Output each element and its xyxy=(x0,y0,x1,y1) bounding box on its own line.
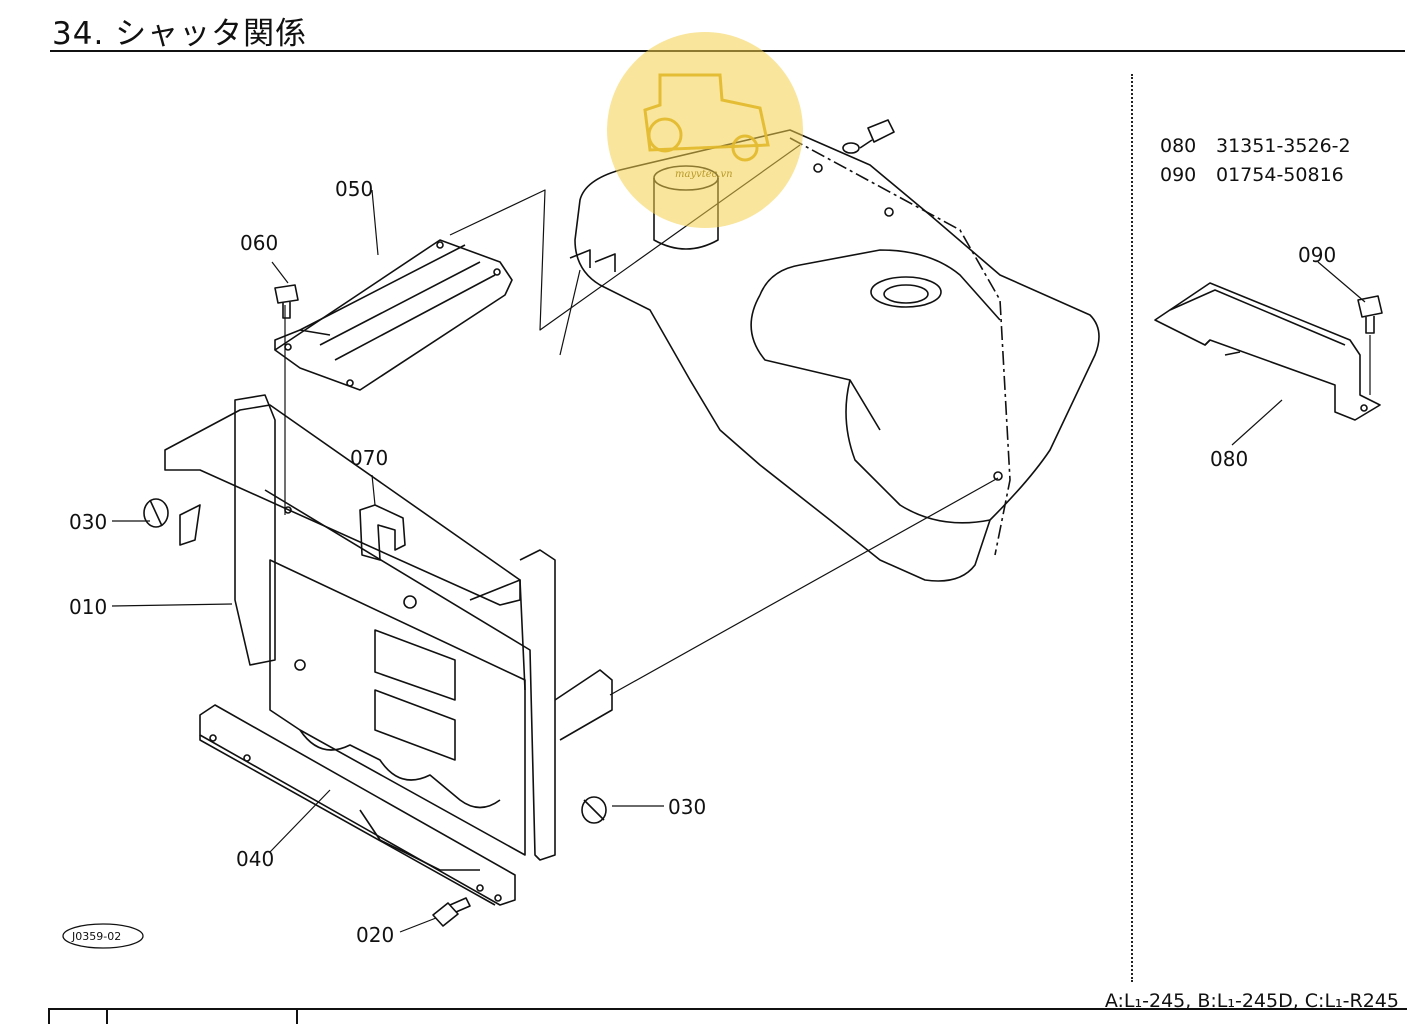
watermark: mayvtec.vn xyxy=(607,32,803,228)
callout-040: 040 xyxy=(236,847,274,871)
callout-010: 010 xyxy=(69,595,107,619)
callout-060: 060 xyxy=(240,231,278,255)
callout-070: 070 xyxy=(350,446,388,470)
part-030-rubber-lower xyxy=(581,796,607,824)
callout-030-upper: 030 xyxy=(69,510,107,534)
part-code: 080 xyxy=(1160,135,1197,157)
parts-list: 080 31351-3526-2 090 01754-50816 xyxy=(1160,132,1351,190)
part-number: 01754-50816 xyxy=(1216,164,1344,186)
footer-table-divider xyxy=(296,1010,298,1024)
callout-090: 090 xyxy=(1298,243,1336,267)
callout-050: 050 xyxy=(335,177,373,201)
part-040-rail xyxy=(199,704,516,906)
fuel-tank xyxy=(569,119,1100,582)
callout-080: 080 xyxy=(1210,447,1248,471)
part-code: 090 xyxy=(1160,164,1197,186)
parts-list-row: 090 01754-50816 xyxy=(1160,161,1351,190)
part-060-bolt xyxy=(274,284,299,319)
part-number: 31351-3526-2 xyxy=(1216,135,1351,157)
parts-list-row: 080 31351-3526-2 xyxy=(1160,132,1351,161)
callout-030-lower: 030 xyxy=(668,795,706,819)
callout-020: 020 xyxy=(356,923,394,947)
part-020-bolt xyxy=(432,897,471,927)
footer-table-header xyxy=(48,1008,1407,1024)
part-080-cover xyxy=(1154,282,1381,421)
diagram-ref-code: J0359-02 xyxy=(71,930,121,943)
model-applicability-note: A:L₁-245, B:L₁-245D, C:L₁-R245 xyxy=(1104,990,1399,1012)
part-050-bracket xyxy=(274,239,513,391)
page-title: 34. シャッタ関係 xyxy=(52,16,308,52)
part-030-rubber-upper xyxy=(143,498,201,546)
footer-table-divider xyxy=(106,1010,108,1024)
watermark-text: mayvtec.vn xyxy=(675,169,733,180)
part-010-frame xyxy=(164,394,613,861)
panel-divider xyxy=(1131,74,1133,982)
part-090-bolt xyxy=(1357,295,1383,334)
